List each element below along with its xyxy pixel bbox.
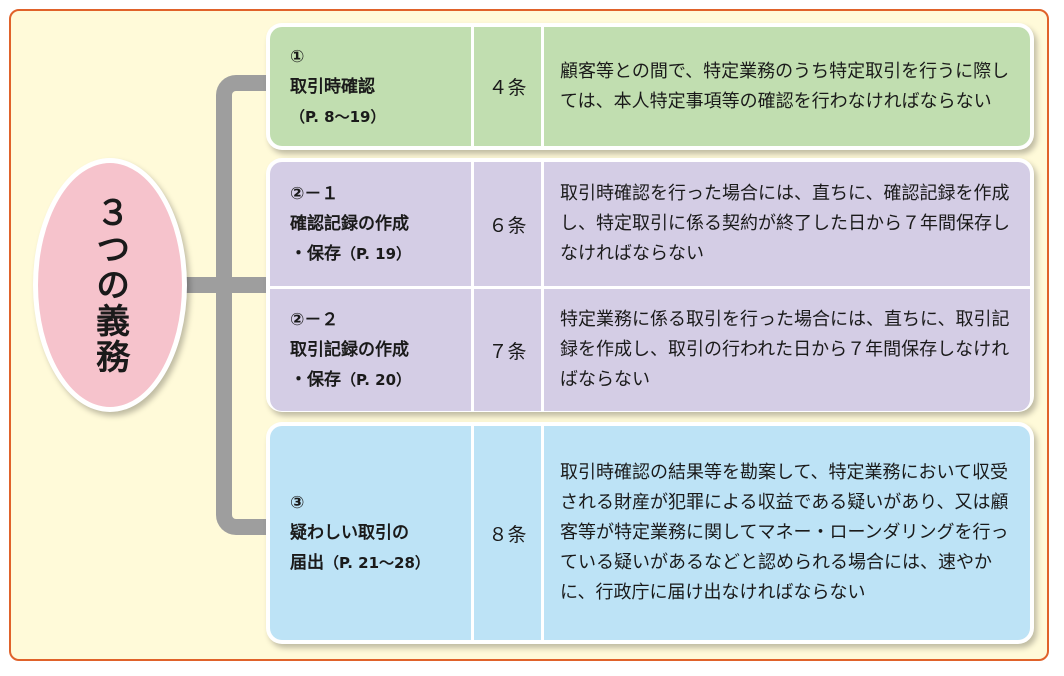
duty-pages: （P. 8～19） [290, 107, 386, 126]
duty-label: ②－２ 取引記録の作成 ・保存（P. 20） [270, 289, 474, 411]
duty-article: ７条 [474, 289, 544, 411]
duty-pages: （P. 21～28） [324, 554, 430, 572]
duty-title: 疑わしい取引の [290, 523, 409, 543]
duty-title-2: ・保存 [290, 244, 341, 264]
duty-title: 取引記録の作成 [290, 340, 409, 360]
duty-description: 顧客等との間で、特定業務のうち特定取引を行うに際しては、本人特定事項等の確認を行… [560, 60, 1010, 112]
duty-title: 取引時確認 [290, 76, 375, 97]
duty-row: ① 取引時確認 （P. 8～19） ４条 顧客等との間で、特定業務のうち特定取引… [270, 27, 1030, 146]
duty-label: ① 取引時確認 （P. 8～19） [270, 27, 474, 146]
connector-bottom [236, 519, 270, 535]
duty-row: ③ 疑わしい取引の 届出（P. 21～28） ８条 取引時確認の結果等を勘案して… [270, 426, 1030, 640]
duty-row: ②－１ 確認記録の作成 ・保存（P. 19） ６条 取引時確認を行った場合には、… [270, 162, 1030, 289]
duty-description: 取引時確認の結果等を勘案して、特定業務において収受される財産が犯罪による収益であ… [560, 462, 1009, 603]
duty-pages: （P. 20） [341, 371, 412, 389]
connector-trunk [216, 75, 236, 535]
connector-top [236, 75, 270, 91]
duty-title-2: ・保存 [290, 370, 341, 390]
duty-row: ②－２ 取引記録の作成 ・保存（P. 20） ７条 特定業務に係る取引を行った場… [270, 289, 1030, 411]
duty-title: 確認記録の作成 [290, 214, 409, 234]
duty-number: ③ [290, 493, 305, 513]
duty-label: ②－１ 確認記録の作成 ・保存（P. 19） [270, 162, 474, 286]
connector-middle [185, 277, 270, 293]
duty-number: ① [290, 46, 305, 67]
duty-pages: （P. 19） [341, 245, 412, 263]
three-duties-oval: ３つの義務 [33, 158, 187, 412]
duty-card-2: ②－１ 確認記録の作成 ・保存（P. 19） ６条 取引時確認を行った場合には、… [266, 158, 1034, 412]
duty-card-3: ③ 疑わしい取引の 届出（P. 21～28） ８条 取引時確認の結果等を勘案して… [266, 422, 1034, 644]
duty-description: 取引時確認を行った場合には、直ちに、確認記録を作成し、特定取引に係る契約が終了し… [560, 183, 1010, 264]
duty-label: ③ 疑わしい取引の 届出（P. 21～28） [270, 426, 474, 640]
duty-article: ６条 [474, 162, 544, 286]
duty-article: ８条 [474, 426, 544, 640]
duty-description: 特定業務に係る取引を行った場合には、直ちに、取引記録を作成し、取引の行われた日か… [560, 309, 1010, 390]
duty-number: ②－２ [290, 310, 339, 330]
duty-number: ②－１ [290, 184, 339, 204]
duty-card-1: ① 取引時確認 （P. 8～19） ４条 顧客等との間で、特定業務のうち特定取引… [266, 23, 1034, 150]
duty-article: ４条 [474, 27, 544, 146]
center-label: ３つの義務 [89, 195, 130, 375]
duty-title-2: 届出 [290, 553, 324, 573]
